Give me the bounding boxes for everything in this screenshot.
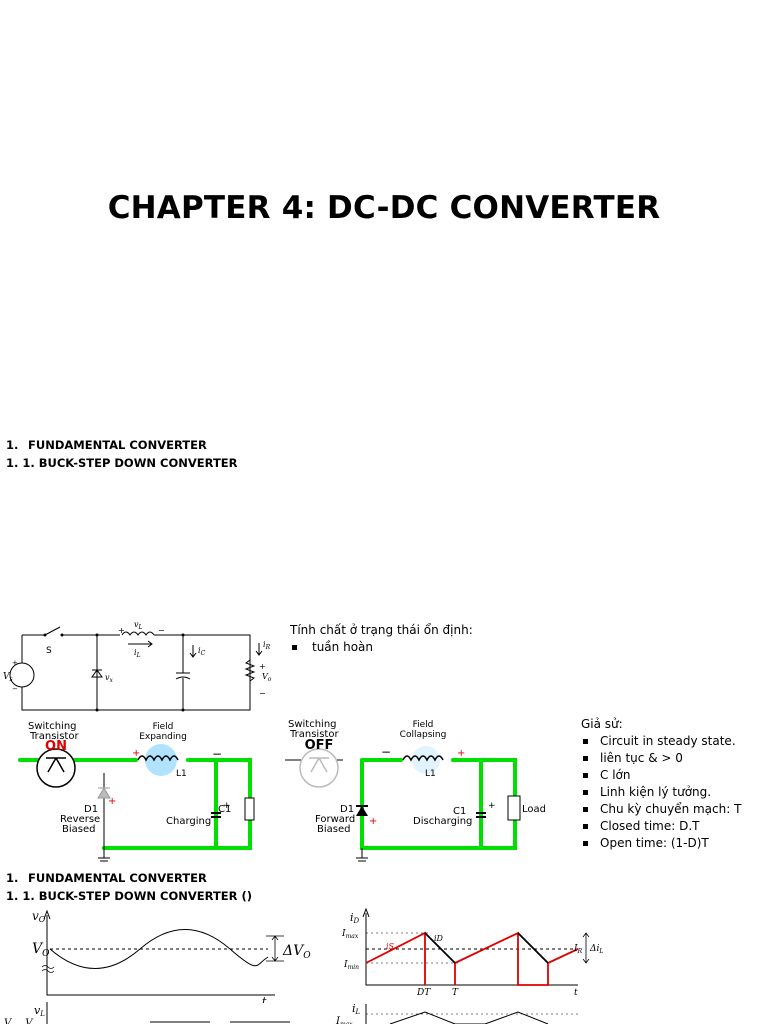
section-label: FUNDAMENTAL CONVERTER [28,871,207,885]
cap-label: C1 [453,806,466,817]
section-heading-2: 1. FUNDAMENTAL CONVERTER 1. 1. BUCK-STEP … [6,869,252,905]
assumption-item: Circuit in steady state. [581,733,741,750]
imax-label: Imax [341,929,359,940]
svg-text:+: + [488,801,496,811]
vo-delta-label: ΔVO [282,943,311,961]
switch-label: S [46,646,52,656]
svg-text:+: + [132,748,140,759]
section-number: 1. [6,438,19,452]
ir-label: IR [573,944,583,955]
il-y-label: iL [352,1002,361,1016]
il-imax-label: Imax [335,1016,353,1024]
assumption-item: Open time: (1-D)T [581,835,741,852]
cap-state-label: Charging [166,816,211,827]
ic-label: iC [198,646,206,657]
cap-label: C1 [218,804,231,815]
section-label: FUNDAMENTAL CONVERTER [28,438,207,452]
off-state-label: OFF [305,738,334,753]
assumptions-heading: Giả sử: [581,717,623,731]
steady-state-properties: Tính chất ở trạng thái ổn định: tuần hoà… [290,622,473,656]
vo-label: Vo [262,672,272,683]
vo-level-label: VO [32,941,50,959]
svg-text:−: − [12,685,18,693]
on-state-label: ON [45,739,67,754]
svg-text:+: + [457,748,465,759]
svg-text:−: − [259,689,266,698]
vo-x-label: t [262,995,267,1003]
t-label: T [452,988,459,997]
svg-text:+: + [118,626,125,635]
diode-label: D1 [84,804,98,815]
il-label: iL [134,648,141,659]
svg-text:−: − [381,745,391,759]
id-label: iD [434,934,444,943]
svg-text:−: − [158,626,165,635]
diode-label: D1 [340,804,354,815]
il-waveform: iL Imax [335,1002,578,1024]
assumption-item: Closed time: D.T [581,818,741,835]
assumption-item: C lớn [581,767,741,784]
svg-text:−: − [212,747,222,761]
ir-label: iR [263,640,271,651]
properties-item: tuần hoàn [290,639,473,656]
imin-label: Imin [343,960,359,971]
inductor-label: L1 [176,769,187,779]
assumption-item: Linh kiện lý tưởng. [581,784,741,801]
subsection-label: 1. 1. BUCK-STEP DOWN CONVERTER () [6,889,253,903]
subsection-label: 1. 1. BUCK-STEP DOWN CONVERTER [6,456,238,470]
assumption-item: Chu kỳ chuyển mạch: T [581,801,741,818]
dil-label: ΔiL [589,944,603,955]
cap-state-label: Discharging [413,816,472,827]
svg-text:+: + [12,659,18,667]
dt-label: DT [416,988,431,997]
svg-text:+: + [369,816,377,827]
inductor-label: L1 [425,769,436,779]
page-title: CHAPTER 4: DC-DC CONVERTER [107,190,661,226]
svg-text:+: + [223,801,231,811]
buck-schematic: S Vs vx vL iL iC iR Vo + − + − + − [3,620,272,712]
vs-label: Vs [3,672,13,683]
vo-y-label: vO [32,909,46,924]
vl-label: vL [134,620,143,631]
vx-label: vx [105,673,114,684]
current-waveform: iD Imax Imin iS iD IR ΔiL DT T t [341,907,603,997]
svg-text:+: + [108,796,116,807]
vl-y-label: vL [34,1004,45,1018]
svg-text:+: + [259,662,266,671]
section-number: 1. [6,871,19,885]
assumptions: Giả sử: Circuit in steady state. liên tụ… [581,716,741,852]
is-label: iS [386,942,395,951]
vo-waveform: vO VO ΔVO t [32,909,311,1003]
load-label: Load [522,804,545,815]
properties-heading: Tính chất ở trạng thái ổn định: [290,623,473,637]
section-heading-1: 1. FUNDAMENTAL CONVERTER 1. 1. BUCK-STEP … [6,436,238,472]
id-y-label: iD [350,911,360,925]
id-x-label: t [574,988,578,997]
assumption-item: liên tục & > 0 [581,750,741,767]
